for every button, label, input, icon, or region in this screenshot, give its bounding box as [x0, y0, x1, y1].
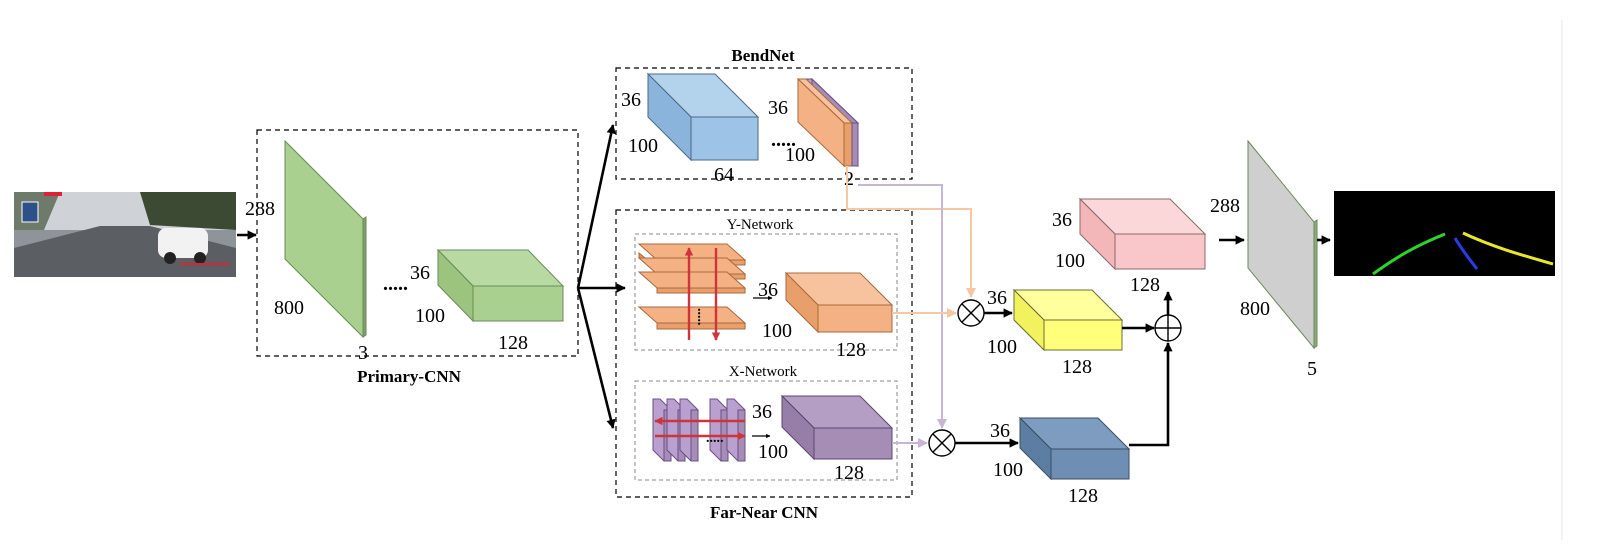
- input-feature-slab: [284, 139, 367, 339]
- x-network-output-block: [780, 394, 894, 461]
- primary-width-label: 100: [415, 305, 445, 327]
- y-channel-label: 128: [836, 339, 866, 361]
- yellow-width-label: 100: [987, 336, 1017, 358]
- circle-times-icon: [957, 299, 985, 327]
- yellow-channel-label: 128: [1062, 356, 1092, 378]
- y-width-label: 100: [762, 320, 792, 342]
- output-feature-slab: [1247, 139, 1318, 350]
- bend2-channel-label: 2: [844, 168, 854, 190]
- y-network-slices: .....: [637, 243, 747, 341]
- yellow-height-label: 36: [987, 287, 1007, 309]
- bend1-width-label: 100: [628, 135, 658, 157]
- pink-height-label: 36: [1052, 209, 1072, 231]
- input-channel-label: 3: [358, 342, 368, 364]
- x-network-slices: .....: [652, 398, 746, 462]
- output-width-label: 800: [1240, 298, 1270, 320]
- bend1-channel-label: 64: [714, 164, 734, 186]
- primary-feature-block: [436, 248, 565, 323]
- circle-times-icon: [928, 429, 956, 457]
- pink-feature-block: [1078, 197, 1207, 271]
- primary-cnn-title: Primary-CNN: [357, 367, 462, 386]
- blue-feature-block: [1018, 416, 1131, 481]
- blue-channel-label: 128: [1068, 485, 1098, 507]
- x-width-label: 100: [758, 441, 788, 463]
- blue-height-label: 36: [990, 420, 1010, 442]
- svg-text:.....: .....: [706, 431, 724, 446]
- primary-cnn-box: [256, 129, 579, 357]
- output-height-label: 288: [1210, 195, 1240, 217]
- bendnet-to-yfusion-line: [846, 166, 976, 298]
- bend2-width-label: 100: [785, 144, 815, 166]
- y-network-title: Y-Network: [727, 217, 794, 233]
- input-road-image: [14, 192, 236, 277]
- pink-width-label: 100: [1055, 250, 1085, 272]
- bendnet-block-2: [796, 77, 860, 168]
- svg-text:.....: .....: [694, 308, 709, 326]
- bend1-height-label: 36: [621, 89, 641, 111]
- y-height-label: 36: [758, 279, 778, 301]
- bendnet-box: [615, 67, 913, 180]
- x-height-label: 36: [752, 401, 772, 423]
- bendnet-title: BendNet: [731, 46, 795, 65]
- far-near-cnn-box: [615, 209, 913, 498]
- yellow-feature-block: [1012, 288, 1124, 352]
- circle-plus-icon: [1154, 314, 1182, 342]
- blue-width-label: 100: [993, 459, 1023, 481]
- x-network-box: [634, 380, 898, 481]
- y-network-output-block: [784, 271, 894, 334]
- bend-ellipsis: .....: [771, 129, 796, 151]
- primary-channel-label: 128: [498, 332, 528, 354]
- output-channel-label: 5: [1307, 358, 1317, 380]
- far-near-cnn-title: Far-Near CNN: [710, 503, 819, 522]
- bendnet-to-xfusion-line: [858, 184, 947, 429]
- bendnet-block-64: [646, 72, 760, 162]
- x-network-title: X-Network: [729, 364, 798, 380]
- x-channel-label: 128: [834, 462, 864, 484]
- bend2-height-label: 36: [768, 97, 788, 119]
- ellipsis-dots: .....: [383, 273, 408, 295]
- output-lane-image: [1334, 191, 1555, 276]
- pink-channel-label: 128: [1130, 274, 1160, 296]
- blue-to-add-arrow: [1129, 342, 1173, 447]
- branch-arrows: [576, 124, 626, 429]
- input-width-label: 800: [274, 297, 304, 319]
- primary-height-label: 36: [410, 262, 430, 284]
- input-height-label: 288: [245, 198, 275, 220]
